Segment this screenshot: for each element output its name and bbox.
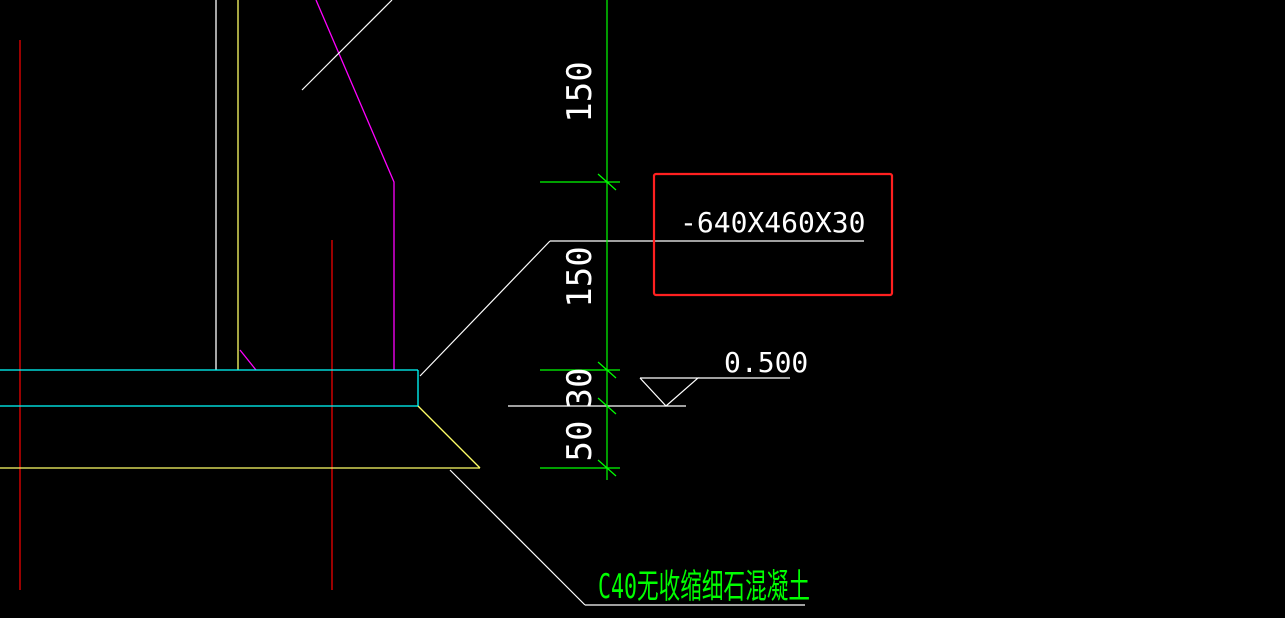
grout-note-label: C40无收缩细石混凝土 (598, 567, 810, 607)
stiffener-bottom-chamfer (239, 349, 257, 371)
stiffener-outline (315, 0, 395, 370)
dim-tick-182 (597, 173, 617, 191)
dim-tick-468 (597, 459, 617, 477)
highlight-box (652, 172, 894, 297)
stiffener-profile (239, 0, 395, 371)
dim-tick-406 (597, 397, 617, 415)
grout-note-leader (449, 469, 805, 606)
grout-slope (417, 405, 481, 469)
dim-text-50: 50 (560, 421, 600, 462)
grout-leader-diagonal (449, 469, 586, 606)
dim-tick-370 (597, 361, 617, 379)
base-plate (0, 369, 419, 407)
dim-text-30: 30 (560, 368, 600, 409)
elevation-marker (508, 377, 790, 407)
grout-layer (0, 405, 481, 469)
dimension-chain (540, 0, 620, 480)
plate-spec-label: -640X460X30 (680, 206, 865, 239)
plate-leader-diagonal (419, 240, 551, 377)
elevation-triangle (639, 377, 700, 407)
red-centerlines (19, 40, 333, 590)
dim-text-150-mid: 150 (560, 246, 600, 307)
column-lines (215, 0, 239, 370)
plate-spec-leader (419, 240, 864, 377)
dim-text-150-top: 150 (560, 61, 600, 122)
top-diagonal-leader (301, 0, 393, 91)
elevation-label: 0.500 (724, 346, 808, 379)
